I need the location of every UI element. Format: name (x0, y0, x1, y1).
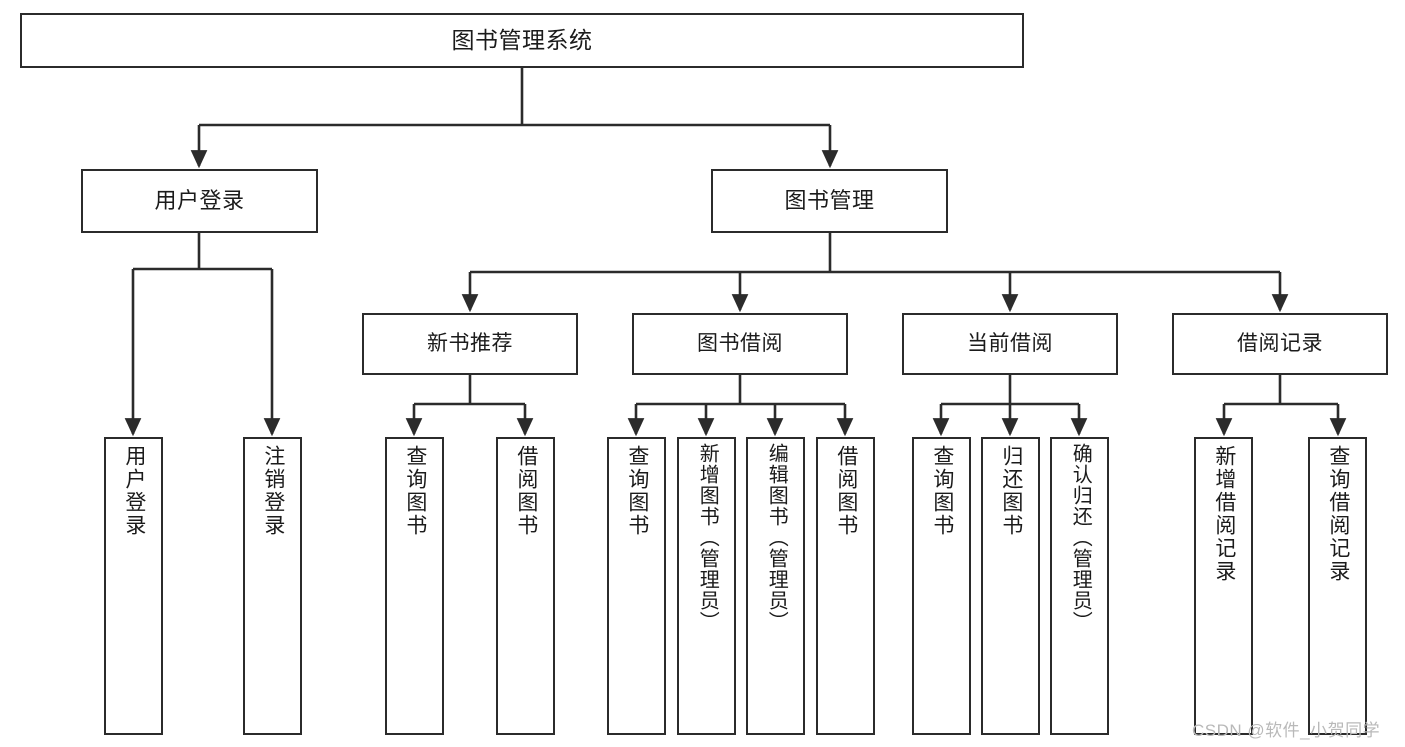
csdn-watermark: CSDN @软件_小贺同学 (1192, 721, 1381, 740)
node-leaf-edit-book-label: 编辑图书（管理员） (765, 443, 788, 632)
node-leaf-add-book[interactable]: 新增图书（管理员） (677, 437, 736, 735)
node-leaf-logout[interactable]: 注销登录 (243, 437, 302, 735)
node-leaf-query-book-2-label: 查询图书 (625, 445, 649, 537)
node-leaf-query-record[interactable]: 查询借阅记录 (1308, 437, 1367, 735)
node-leaf-add-book-label: 新增图书（管理员） (696, 443, 719, 632)
node-leaf-confirm-return-label: 确认归还（管理员） (1069, 443, 1092, 632)
node-leaf-borrow-book-2[interactable]: 借阅图书 (816, 437, 875, 735)
node-leaf-logout-label: 注销登录 (261, 445, 285, 537)
node-book-borrow[interactable]: 图书借阅 (632, 313, 848, 375)
node-leaf-add-record-label: 新增借阅记录 (1212, 445, 1236, 583)
node-user-login-label: 用户登录 (154, 188, 245, 214)
node-current-borrow[interactable]: 当前借阅 (902, 313, 1118, 375)
node-leaf-return-book[interactable]: 归还图书 (981, 437, 1040, 735)
node-new-book-recommend-label: 新书推荐 (427, 331, 513, 355)
node-leaf-return-book-label: 归还图书 (999, 445, 1023, 537)
node-leaf-borrow-book-1[interactable]: 借阅图书 (496, 437, 555, 735)
node-leaf-query-book-2[interactable]: 查询图书 (607, 437, 666, 735)
node-new-book-recommend[interactable]: 新书推荐 (362, 313, 578, 375)
node-book-manage[interactable]: 图书管理 (711, 169, 948, 233)
node-leaf-user-login-label: 用户登录 (122, 445, 146, 537)
node-borrow-record[interactable]: 借阅记录 (1172, 313, 1388, 375)
node-leaf-query-book-3[interactable]: 查询图书 (912, 437, 971, 735)
node-borrow-record-label: 借阅记录 (1237, 331, 1323, 355)
node-leaf-borrow-book-2-label: 借阅图书 (834, 445, 858, 537)
node-leaf-query-book-1-label: 查询图书 (403, 445, 427, 537)
node-current-borrow-label: 当前借阅 (967, 331, 1053, 355)
node-leaf-query-record-label: 查询借阅记录 (1326, 445, 1350, 583)
node-leaf-add-record[interactable]: 新增借阅记录 (1194, 437, 1253, 735)
node-leaf-borrow-book-1-label: 借阅图书 (514, 445, 538, 537)
node-root[interactable]: 图书管理系统 (20, 13, 1024, 68)
node-leaf-edit-book[interactable]: 编辑图书（管理员） (746, 437, 805, 735)
node-leaf-query-book-3-label: 查询图书 (930, 445, 954, 537)
node-book-borrow-label: 图书借阅 (697, 331, 783, 355)
node-book-manage-label: 图书管理 (784, 188, 875, 214)
node-leaf-confirm-return[interactable]: 确认归还（管理员） (1050, 437, 1109, 735)
node-leaf-query-book-1[interactable]: 查询图书 (385, 437, 444, 735)
node-user-login[interactable]: 用户登录 (81, 169, 318, 233)
node-root-label: 图书管理系统 (451, 26, 593, 53)
node-leaf-user-login[interactable]: 用户登录 (104, 437, 163, 735)
